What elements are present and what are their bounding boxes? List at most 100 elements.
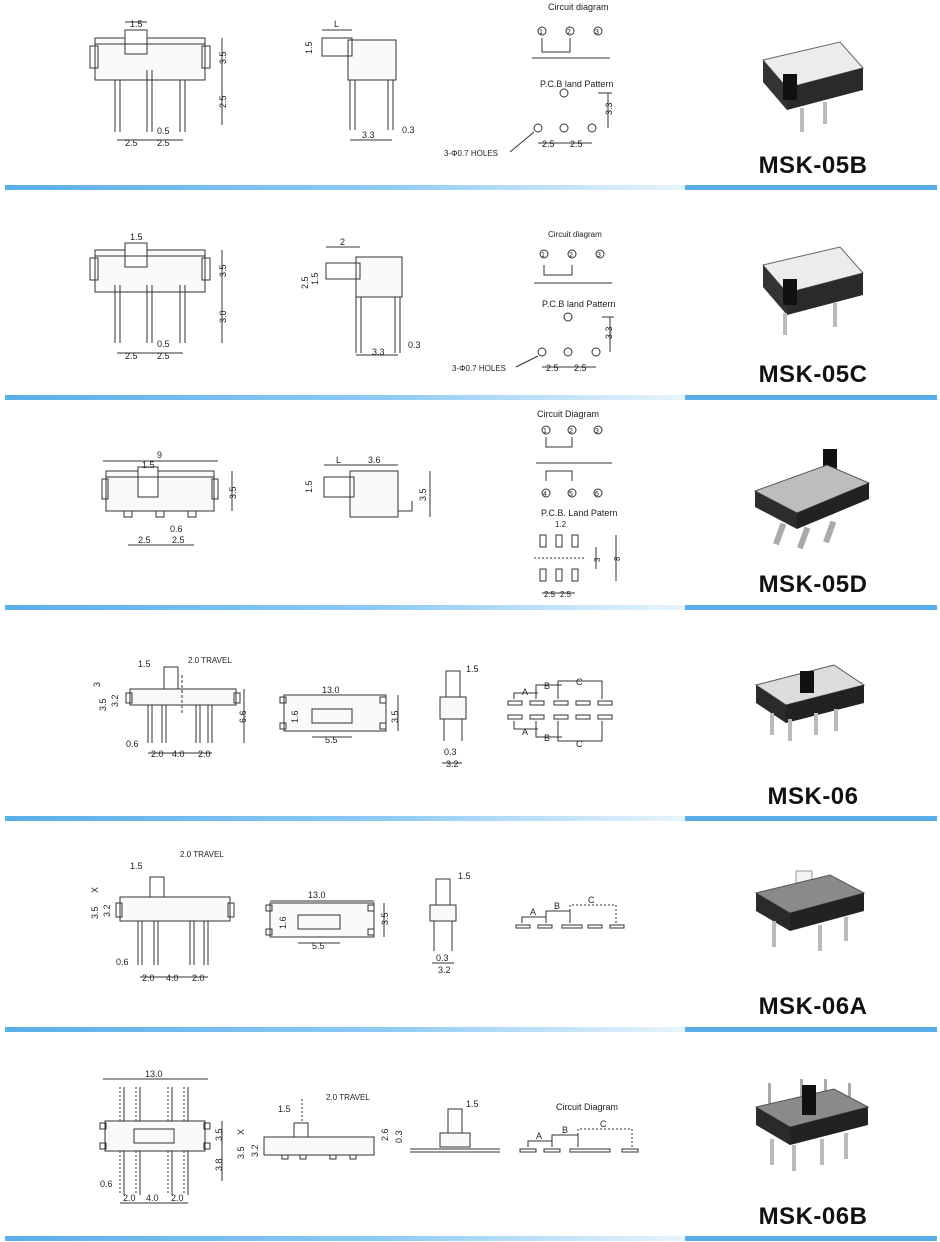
pin-number: 3	[595, 29, 599, 36]
dim-text: C	[600, 1119, 607, 1129]
travel-label: 2.0 TRAVEL	[188, 656, 232, 665]
divider-bar	[5, 185, 685, 190]
divider-bar	[685, 816, 937, 821]
dim-text: 2.5	[172, 535, 185, 545]
dim-text: 1.5	[278, 1104, 291, 1114]
holes-label: 3-Φ0.7 HOLES	[444, 149, 498, 158]
pcb-title: P.C.B land Pattern	[542, 299, 615, 309]
dim-text: A	[530, 907, 536, 917]
dim-text: 1.5	[304, 41, 314, 54]
dim-text: 4.0	[172, 749, 185, 759]
dim-text: 1.5	[142, 460, 155, 470]
product-photo-msk-06b	[754, 1079, 870, 1171]
dim-text: B	[544, 733, 550, 743]
dim-text: 3.5	[98, 698, 108, 711]
dim-text: 3	[593, 557, 602, 562]
dim-text: 2.5	[125, 351, 138, 361]
dim-text: 0.6	[116, 957, 129, 967]
travel-label: 2.0 TRAVEL	[180, 850, 224, 859]
dim-text: 3.5	[228, 486, 238, 499]
dim-text: 3.8	[214, 1158, 224, 1171]
dim-text: B	[544, 681, 550, 691]
dim-text: 13.0	[145, 1069, 163, 1079]
dim-text: 3.2	[110, 694, 120, 707]
divider-bar	[5, 1236, 685, 1241]
divider-bar	[5, 816, 685, 821]
dim-text: 1.6	[290, 710, 300, 723]
dim-text: 13.0	[322, 685, 340, 695]
pin-number: 6	[595, 491, 599, 498]
pcb-title: P.C.B. Land Patern	[541, 508, 617, 518]
dim-text: 3.5	[214, 1128, 224, 1141]
pin-number: 1	[541, 252, 545, 259]
dim-text: 1.5	[458, 871, 471, 881]
dim-text: 2.5	[574, 363, 587, 373]
dim-text: C	[576, 739, 583, 749]
dim-text: 3.5	[418, 488, 428, 501]
dim-text: 2	[340, 237, 345, 247]
travel-label: 2.0 TRAVEL	[326, 1093, 370, 1102]
dim-text: 2.5	[218, 95, 228, 108]
dim-text: 1.5	[310, 272, 320, 285]
dim-text: L	[336, 455, 341, 465]
dim-text: C	[576, 677, 583, 687]
dim-text: 3.5	[380, 912, 390, 925]
dim-text: 2.0	[142, 973, 155, 983]
dim-text: 3.3	[604, 102, 614, 115]
circuit-title: Circuit diagram	[548, 230, 602, 239]
dim-text: 3.0	[218, 310, 228, 323]
product-photo-msk-06	[754, 664, 866, 741]
model-name: MSK-05C	[758, 361, 868, 388]
dim-text: B	[562, 1125, 568, 1135]
dim-text: 0.3	[402, 125, 415, 135]
dim-text: 2.6	[380, 1128, 390, 1141]
dim-text: 8	[613, 556, 622, 561]
pin-number: 1	[543, 428, 547, 435]
dim-text: 0.3	[394, 1130, 404, 1143]
divider-bar	[5, 395, 685, 400]
circuit-title: Circuit Diagram	[537, 409, 599, 419]
dim-text: 2.5	[157, 138, 170, 148]
dim-text: 3.5	[90, 906, 100, 919]
dim-text: 0.3	[408, 340, 421, 350]
dim-text: 2.5	[546, 363, 559, 373]
divider-bar	[685, 395, 937, 400]
model-name: MSK-05D	[758, 571, 868, 598]
dim-text: 0.3	[436, 953, 449, 963]
dim-text: X	[90, 887, 100, 893]
dim-text: 4.0	[146, 1193, 159, 1203]
dim-text: 2.0	[151, 749, 164, 759]
dim-text: 5.5	[312, 941, 325, 951]
dim-text: 1.5	[466, 1099, 479, 1109]
dim-text: 2.5	[138, 535, 151, 545]
pin-number: 5	[569, 491, 573, 498]
dim-text: 3.2	[438, 965, 451, 975]
dim-text: 1.5	[466, 664, 479, 674]
section-msk-06: 2.0 TRAVEL 1.5 3 3.5 3.2 6.6 0.6 2.0 4.0…	[0, 615, 940, 827]
pin-number: 2	[569, 428, 573, 435]
dim-text: A	[522, 727, 528, 737]
dim-text: 0.5	[157, 339, 170, 349]
divider-bar	[685, 1236, 937, 1241]
section-msk-06a: 2.0 TRAVEL 1.5 X 3.5 3.2 0.6 2.0 4.0 2.0…	[0, 827, 940, 1037]
pin-number: 4	[543, 491, 547, 498]
dim-text: 1.5	[138, 659, 151, 669]
dim-text: 3.2	[250, 1144, 260, 1157]
dim-text: 3.2	[102, 904, 112, 917]
pin-number: 2	[567, 29, 571, 36]
dim-text: 6.6	[238, 710, 248, 723]
divider-bar	[5, 1027, 685, 1032]
dim-text: C	[588, 895, 595, 905]
dim-text: 2.5	[125, 138, 138, 148]
pin-number: 1	[539, 29, 543, 36]
dim-text: 5.5	[325, 735, 338, 745]
dim-text: 3.5	[236, 1146, 246, 1159]
product-photo-msk-06a	[754, 870, 866, 951]
dim-text: 2.0	[123, 1193, 136, 1203]
dim-text: 3	[92, 682, 102, 687]
dim-text: 2.5	[570, 139, 583, 149]
drawing-msk-06a: 2.0 TRAVEL 1.5 X 3.5 3.2 0.6 2.0 4.0 2.0…	[90, 850, 625, 983]
dim-text: 1.5	[130, 19, 143, 29]
dim-text: 3.3	[604, 326, 614, 339]
dim-text: 0.3	[444, 747, 457, 757]
